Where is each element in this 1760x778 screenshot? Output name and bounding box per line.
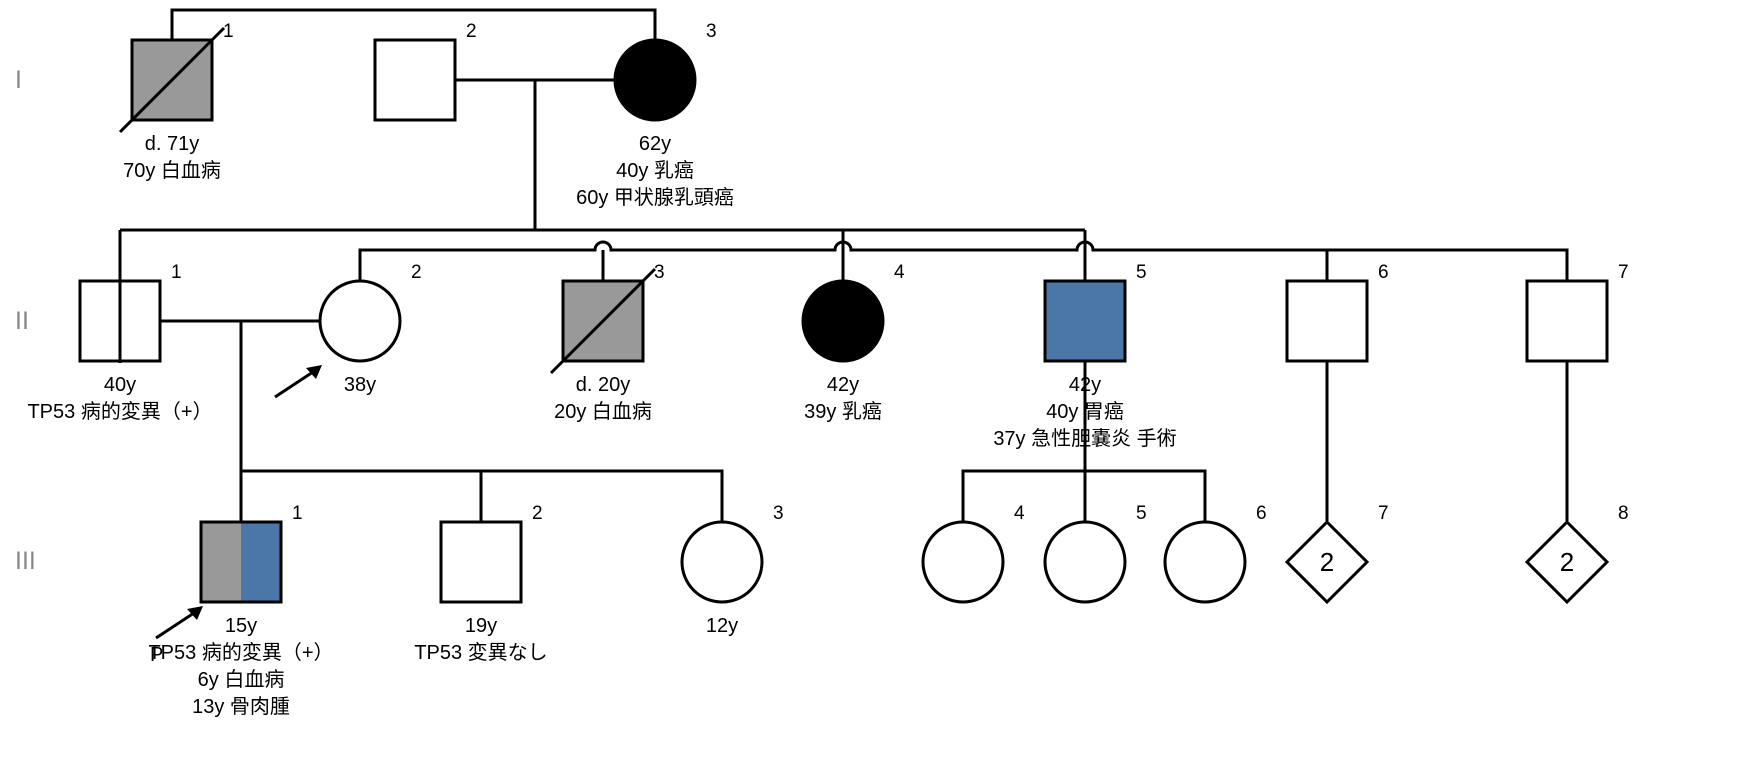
individual-number: 8 <box>1618 503 1629 524</box>
individual-I1: 1 <box>118 21 234 134</box>
arrow-head-icon <box>187 606 203 620</box>
individual-annotation: 15y <box>225 615 257 637</box>
individual-III5: 5 <box>1043 503 1147 604</box>
individual-number: 1 <box>171 262 182 283</box>
female-circle-symbol <box>613 38 697 122</box>
individual-number: 3 <box>706 21 717 42</box>
individual-annotation: 13y 骨肉腫 <box>192 695 290 718</box>
individual-II6: 6 <box>1285 262 1389 363</box>
individual-number: 5 <box>1136 503 1147 524</box>
individual-annotation: TP53 病的変異（+） <box>148 641 333 664</box>
male-square-symbol <box>1285 279 1369 363</box>
female-circle-symbol <box>318 279 402 363</box>
individual-annotation: 70y 白血病 <box>123 159 221 182</box>
female-circle-symbol <box>921 520 1005 604</box>
individual-II1: 1 <box>78 262 182 363</box>
individual-number: 6 <box>1256 503 1267 524</box>
generation-label: II <box>15 307 29 335</box>
individual-number: 7 <box>1618 262 1629 283</box>
deceased-slash <box>118 26 226 134</box>
individual-annotation: 37y 急性胆嚢炎 手術 <box>993 427 1176 450</box>
individual-number: 1 <box>223 21 234 42</box>
individual-annotation: TP53 病的変異（+） <box>27 400 212 423</box>
female-circle-symbol <box>1163 520 1247 604</box>
male-square-symbol <box>439 520 523 604</box>
sibship-line-III-left <box>241 469 724 521</box>
individual-annotation: 42y <box>827 374 859 396</box>
sibling-count: 2 <box>1320 547 1334 577</box>
individual-annotation: 40y 胃癌 <box>1046 400 1124 423</box>
pedigree-labels: d. 71y 70y 白血病 62y 40y 乳癌 60y 甲状腺乳頭癌 40yTP53 … <box>27 133 1176 718</box>
individual-III7: 27 <box>1284 503 1389 605</box>
individual-number: 5 <box>1136 262 1147 283</box>
individual-annotation: 40y <box>104 374 136 396</box>
sibship-line-III-right <box>961 469 1207 521</box>
proband-marker: P <box>150 644 163 666</box>
deceased-slash <box>549 267 657 375</box>
individual-III8: 28 <box>1524 503 1629 605</box>
arrow-head-icon <box>306 365 322 379</box>
individual-annotation: 40y 乳癌 <box>616 159 694 182</box>
individual-III4: 4 <box>921 503 1025 604</box>
individual-II7: 7 <box>1525 262 1629 363</box>
generation-label: I <box>15 66 22 94</box>
individual-number: 4 <box>1014 503 1025 524</box>
individual-III1: P1 <box>150 503 303 666</box>
generation-labels: I II III <box>15 66 36 575</box>
individual-number: 2 <box>411 262 422 283</box>
individual-number: 4 <box>894 262 905 283</box>
individual-annotation: 19y <box>465 615 497 637</box>
pedigree-lines <box>118 8 1569 521</box>
individual-III6: 6 <box>1163 503 1267 604</box>
unknown-sex-diamond-symbol <box>1284 519 1370 605</box>
male-square-symbol <box>1043 279 1127 363</box>
individual-I2: 2 <box>373 21 477 122</box>
individual-annotation: 60y 甲状腺乳頭癌 <box>576 186 734 209</box>
male-square-symbol <box>199 520 283 604</box>
individual-annotation: 20y 白血病 <box>554 400 652 423</box>
individual-II2: 2 <box>274 262 422 399</box>
individual-number: 2 <box>466 21 477 42</box>
individual-number: 1 <box>292 503 303 524</box>
individual-number: 6 <box>1378 262 1389 283</box>
individual-annotation: 12y <box>706 615 738 637</box>
female-circle-symbol <box>680 520 764 604</box>
individual-II3: 3 <box>549 262 665 375</box>
arrow-icon <box>274 368 317 399</box>
female-circle-symbol <box>801 279 885 363</box>
individual-number: 2 <box>532 503 543 524</box>
sibship-line-II-b <box>358 240 1569 280</box>
individual-III3: 3 <box>680 503 784 604</box>
sibling-count: 2 <box>1560 547 1574 577</box>
individual-annotation: 39y 乳癌 <box>804 400 882 423</box>
individual-number: 3 <box>654 262 665 283</box>
individual-II4: 4 <box>801 262 905 363</box>
symbol-half-blue <box>241 522 281 602</box>
male-square-symbol <box>1525 279 1609 363</box>
individual-annotation: 42y <box>1069 374 1101 396</box>
female-circle-symbol <box>1043 520 1127 604</box>
individual-II5: 5 <box>1043 262 1147 363</box>
generation-label: III <box>15 547 36 575</box>
individual-annotation: TP53 変異なし <box>414 641 547 664</box>
individual-annotation: 6y 白血病 <box>198 668 285 691</box>
individual-I3: 3 <box>613 21 717 122</box>
individual-number: 3 <box>773 503 784 524</box>
line-I1-I3 <box>170 8 657 40</box>
male-square-symbol <box>373 38 457 122</box>
individual-annotation: 62y <box>639 133 671 155</box>
individual-annotation: d. 71y <box>145 133 199 155</box>
symbol-half-gray <box>201 522 241 602</box>
unknown-sex-diamond-symbol <box>1524 519 1610 605</box>
individual-III2: 2 <box>439 503 543 604</box>
individual-annotation: 38y <box>344 374 376 396</box>
individual-number: 7 <box>1378 503 1389 524</box>
arrow-icon <box>155 609 198 640</box>
individual-annotation: d. 20y <box>576 374 630 396</box>
